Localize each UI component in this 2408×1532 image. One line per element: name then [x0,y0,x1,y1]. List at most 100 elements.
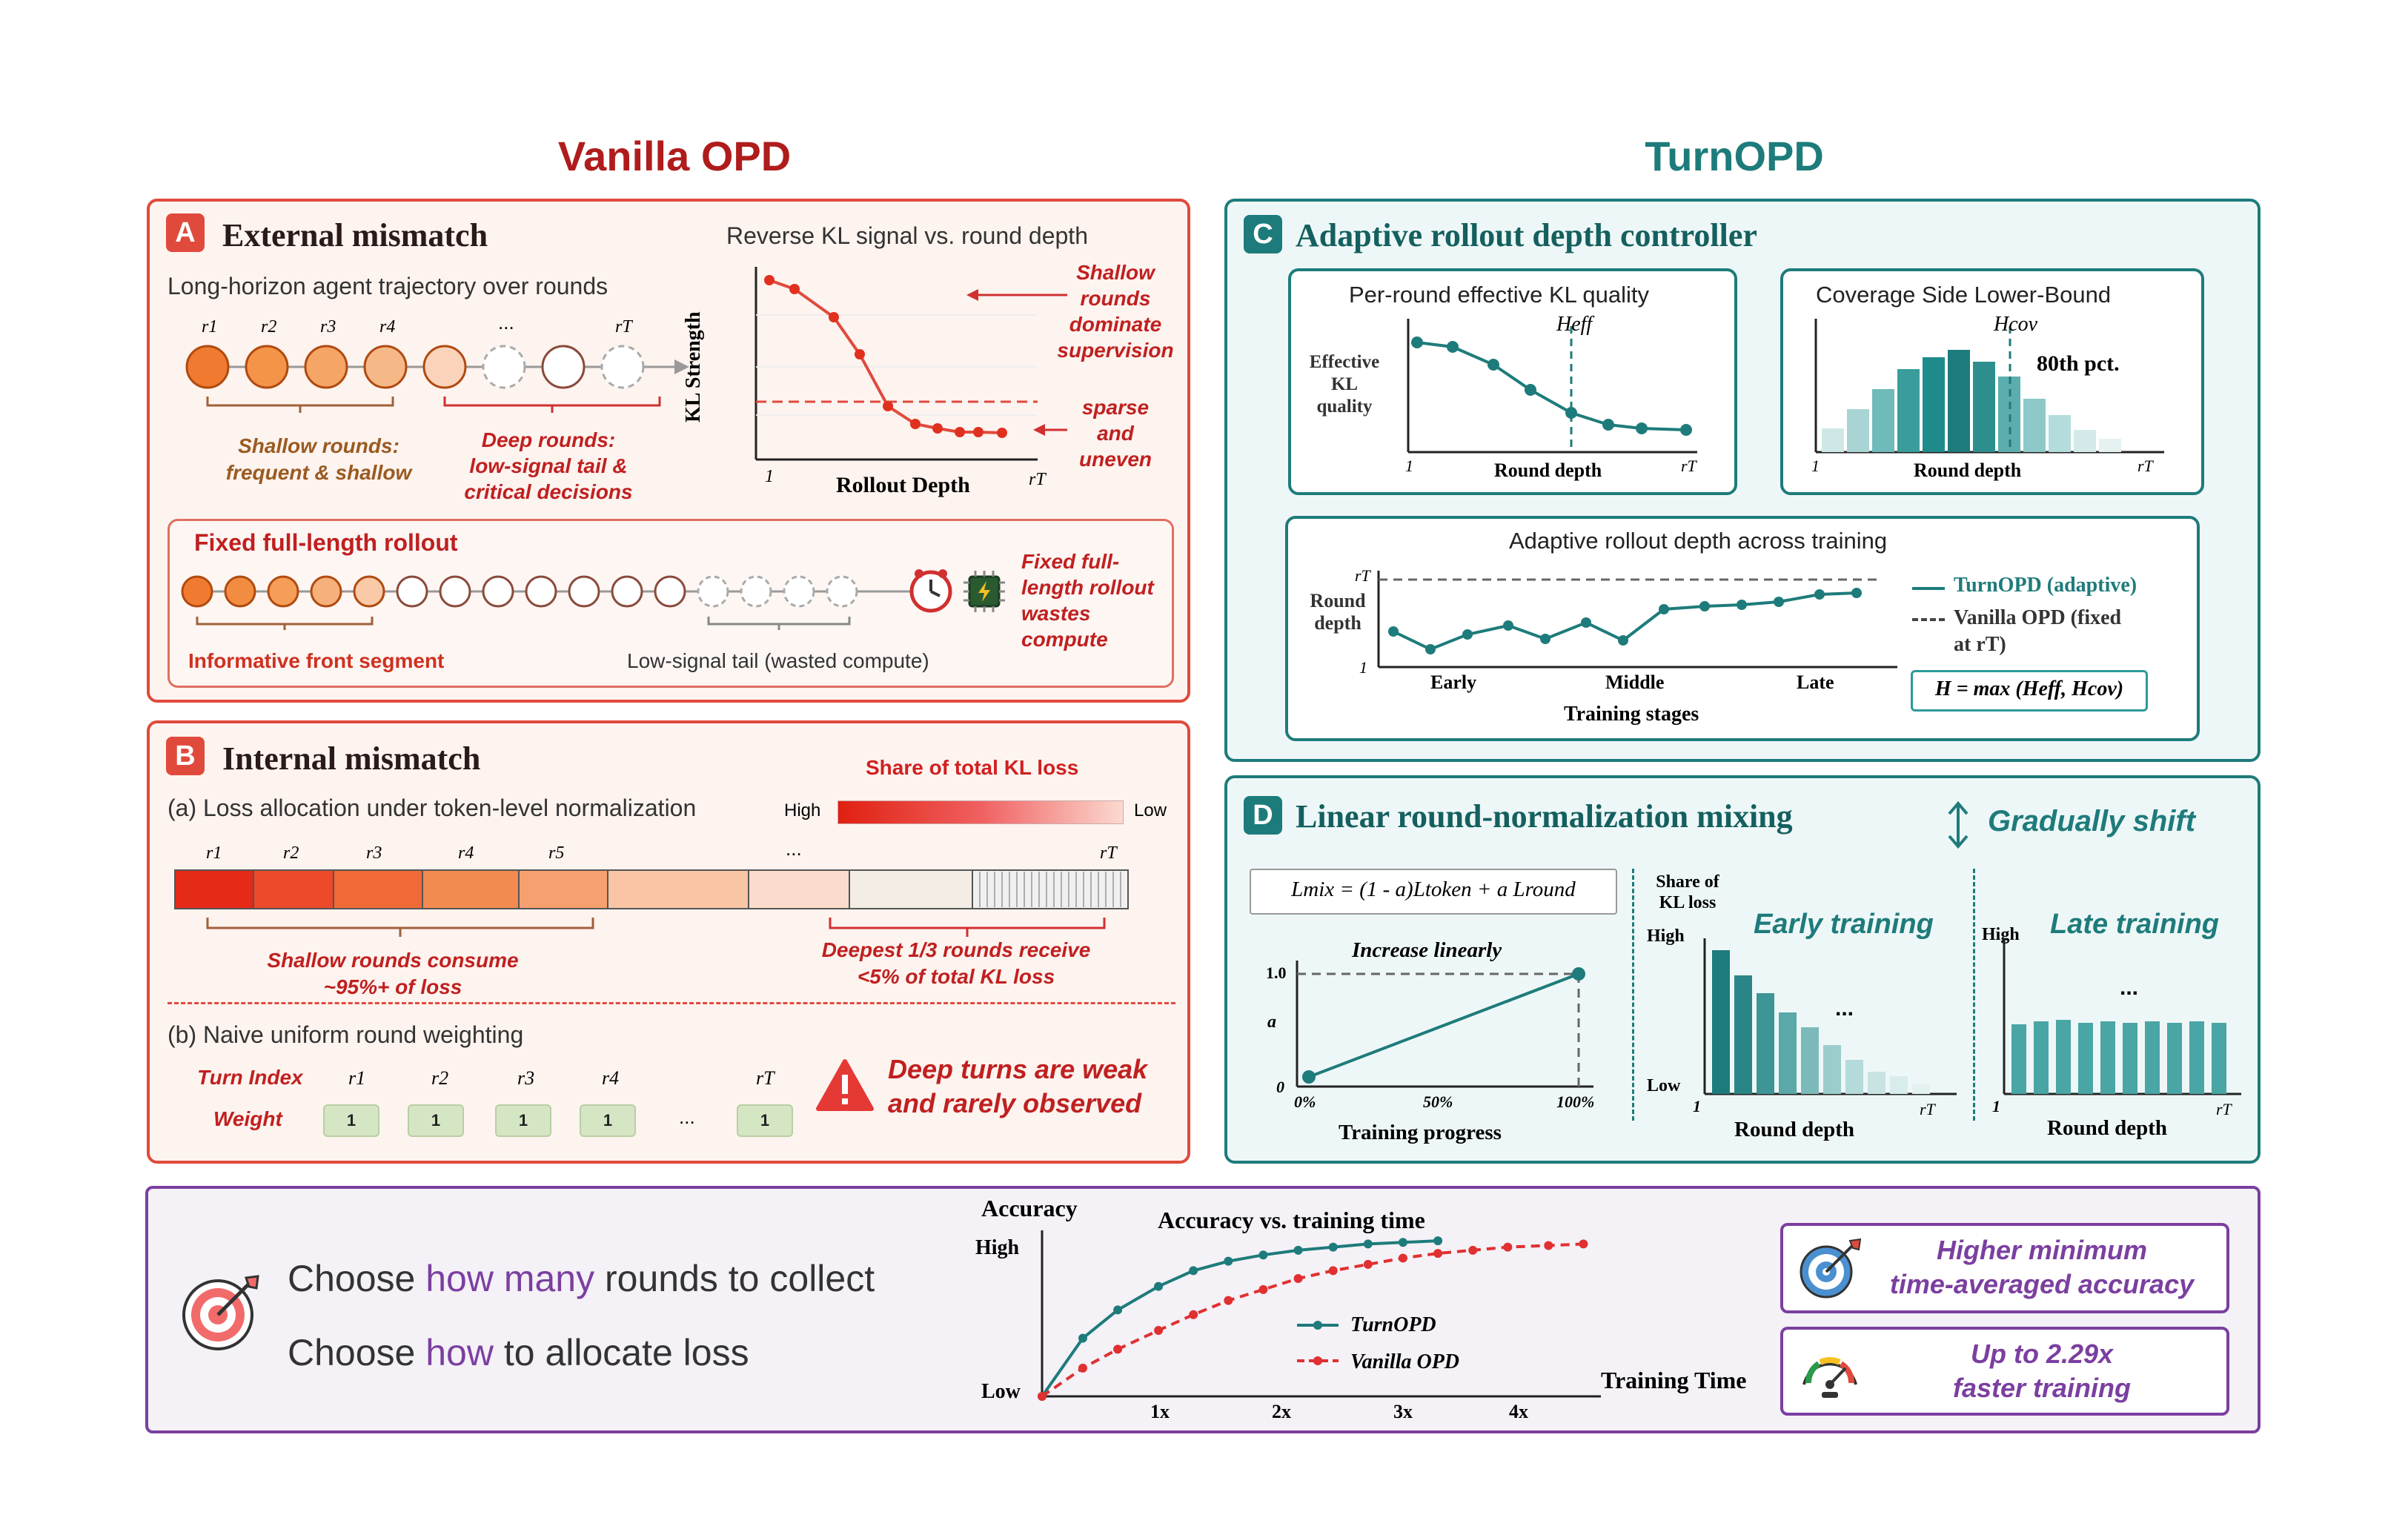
adaptive-one: 1 [1359,658,1367,677]
adaptive-depth-title: Adaptive rollout depth across training [1509,528,1888,554]
series-0-point [1113,1305,1123,1315]
series-0-point [1224,1256,1233,1266]
series-0-point [1258,1250,1268,1260]
panel-linear-mixing [1224,775,2261,1164]
legend-turnopd-line [1912,587,1945,590]
series-0-point [1078,1333,1087,1343]
chip-icon [963,571,1005,612]
share-kl-label: Share of total KL loss [866,756,1079,779]
training-stages-label: Training stages [1564,703,1699,726]
series-1-point [1398,1253,1407,1263]
clock-icon [909,569,952,613]
accuracy-chart-ylabel: Accuracy [981,1195,1078,1221]
linear-title: Increase linearly [1352,938,1502,962]
badge-d: D [1244,796,1282,835]
kl-quality-x0: 1 [1405,457,1413,475]
hcov-label: Hcov [1994,313,2038,336]
late-high: High [1982,925,2020,944]
kl-strength-chart [754,267,1038,461]
series-0-point [1293,1245,1303,1255]
kl-chart-xlabel: Rollout Depth [836,473,970,497]
divider-d-1 [1632,869,1634,1121]
lmix-formula: Lmix = (1 - a)Ltoken + a Lround [1291,878,1576,901]
late-training-chart [2003,938,2241,1095]
bar-label-r1: r1 [206,843,222,863]
series-0-point [1154,1281,1164,1291]
training-progress-label: Training progress [1339,1121,1502,1144]
loss-allocation-bar [174,869,1129,909]
weight-box-r1: 1 [323,1104,379,1137]
accuracy-x-1x: 1x [1150,1401,1170,1422]
weight-box-r4: 1 [580,1104,636,1137]
summary-line-2: Choose how to allocate loss [288,1332,749,1373]
adaptive-depth-chart [1377,571,1897,669]
lmix-formula-box [1250,869,1617,915]
round-label-r1: r1 [202,317,218,336]
series-1-point [1503,1242,1513,1252]
panel-internal-mismatch [147,720,1190,1164]
bar-label-r4: r4 [458,843,474,863]
early-x1: rT [1920,1100,1935,1118]
turnopd-title: TurnOPD [1645,133,1824,179]
deepest-receive-note: Deepest 1/3 rounds receive<5% of total K… [821,938,1091,988]
kl-quality-xlabel: Round depth [1494,460,1602,481]
series-1-point [1224,1296,1233,1305]
panel-d-title: Linear round-normalization mixing [1296,798,1793,835]
early-training-label: Early training [1754,909,1934,940]
coverage-xlabel: Round depth [1914,460,2022,481]
weight-box-r2: 1 [408,1104,464,1137]
series-0-point [1189,1266,1198,1276]
percentile-label: 80th pct. [2037,351,2120,376]
linear-y-max: 1.0 [1266,964,1287,982]
late-dots: ... [2120,975,2139,1000]
turn-label-r4: r4 [602,1067,620,1089]
stage-late: Late [1797,672,1834,693]
weight-label: Weight [213,1107,282,1130]
turn-label-r2: r2 [431,1067,449,1089]
kl-quality-x1: rT [1681,457,1696,475]
badge-b: B [166,737,205,775]
early-high: High [1647,926,1685,946]
late-xlabel: Round depth [2047,1116,2167,1140]
round-label-r4: r4 [379,317,396,336]
kl-quality-chart [1407,319,1697,454]
weight-box-r3: 1 [495,1104,551,1137]
h-formula: H = max (Heff, Hcov) [1934,677,2124,700]
series-0-point [1363,1239,1373,1249]
divider-d-2 [1973,869,1975,1121]
series-1-point [1038,1392,1047,1401]
warning-icon [816,1059,874,1111]
vanilla-opd-title: Vanilla OPD [557,133,792,179]
series-line-1 [1041,1242,1584,1398]
accuracy-chart-title: Accuracy vs. training time [1158,1207,1425,1233]
fixed-rollout-chain [181,575,935,630]
panel-a-title: External mismatch [222,217,488,253]
kl-chart-x-end: rT [1029,470,1046,489]
series-1-point [1328,1266,1338,1276]
linear-x-100: 100% [1556,1092,1595,1111]
section-divider [168,1002,1175,1004]
linear-alpha-chart [1296,961,1593,1088]
coverage-chart [1814,319,2164,454]
legend-vanilla-line [1912,618,1945,621]
kl-quality-title: Per-round effective KL quality [1349,282,1649,308]
early-dots: ... [1835,996,1854,1021]
accuracy-x-3x: 3x [1393,1401,1413,1422]
deep-note: Deep rounds:low-signal tail &critical de… [464,428,633,503]
series-1-point [1579,1239,1588,1249]
shift-arrow-icon [1948,800,1968,849]
early-xlabel: Round depth [1734,1118,1854,1141]
gradient-low: Low [1134,800,1167,820]
bar-label-r5: r5 [548,843,565,863]
kl-annotation-arrows [966,289,1067,436]
weight-dots: ... [679,1106,695,1128]
badge-c: C [1244,215,1282,253]
series-1-point [1363,1259,1373,1269]
series-1-point [1078,1363,1087,1373]
